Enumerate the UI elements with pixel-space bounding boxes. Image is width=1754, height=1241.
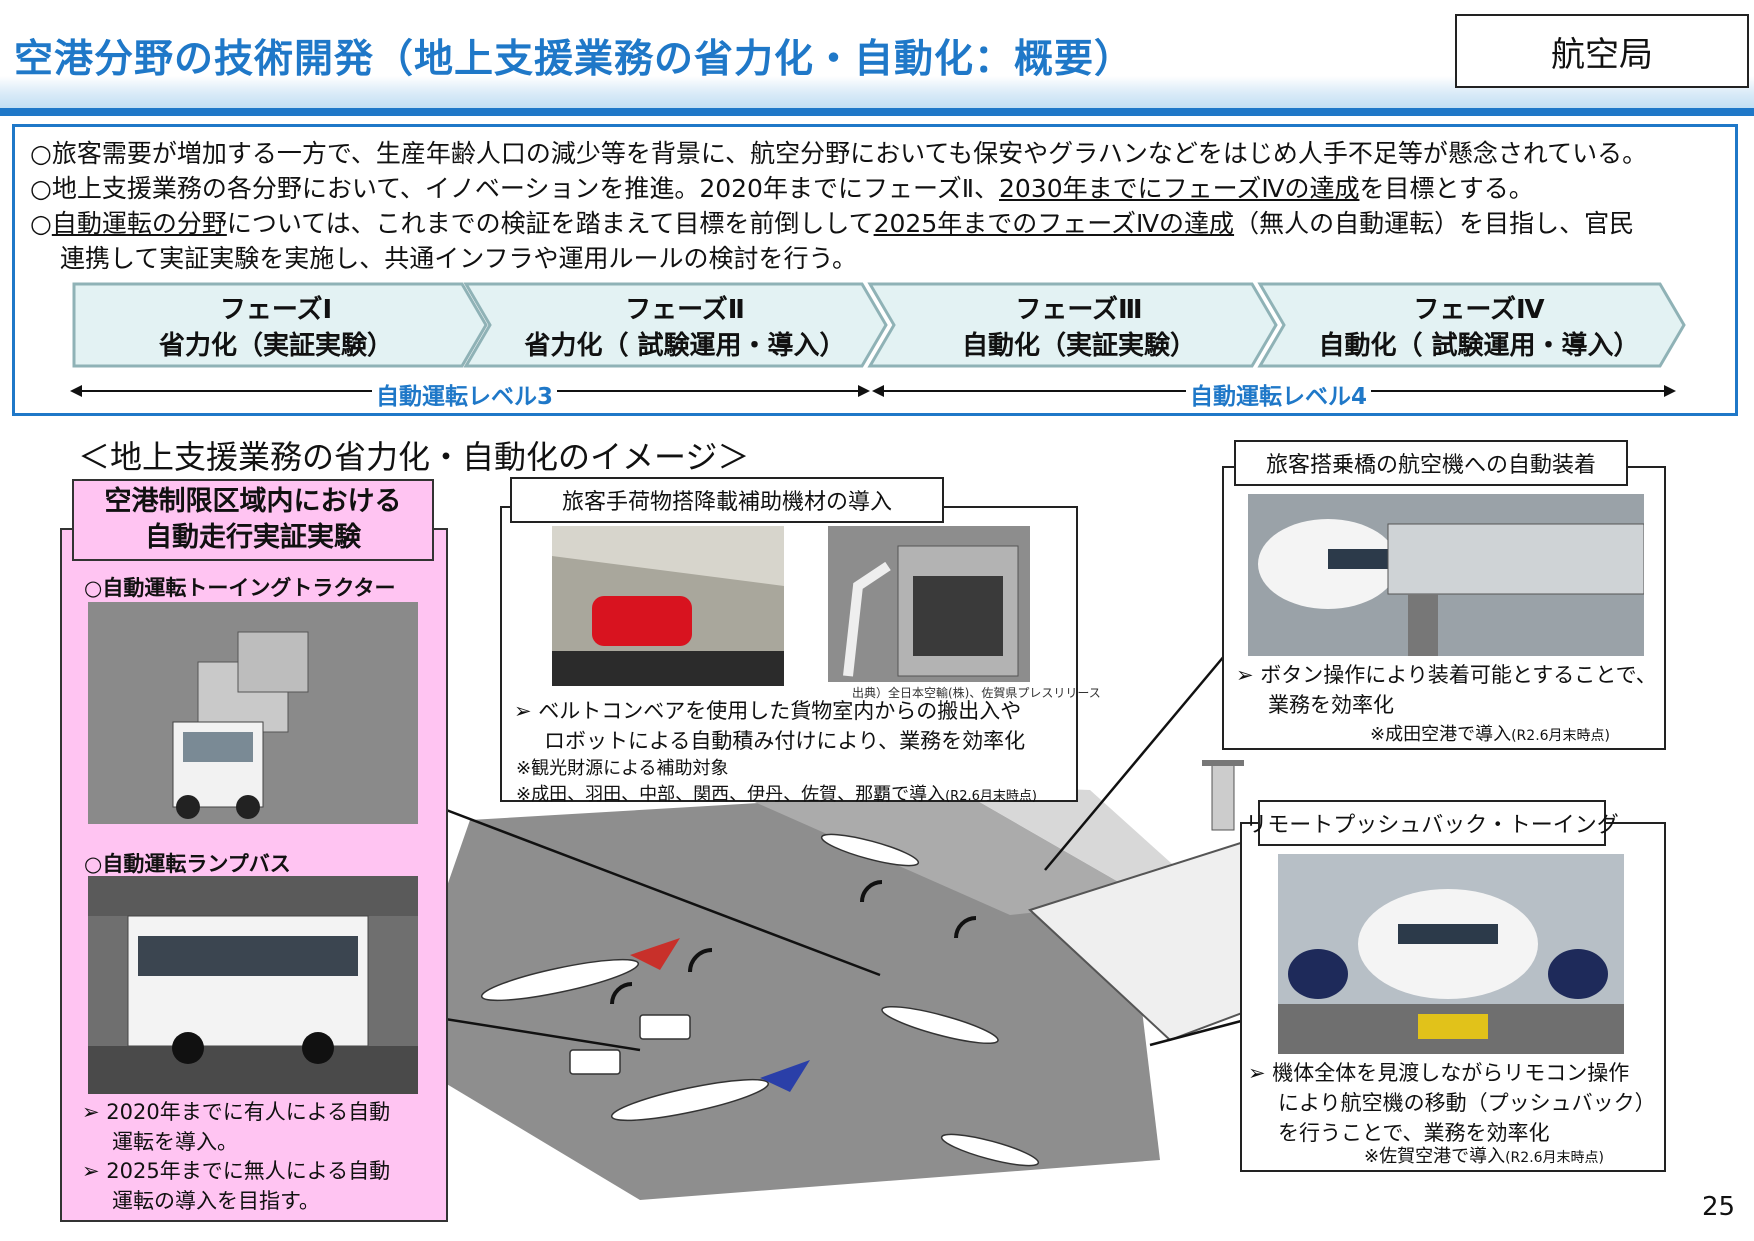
boarding-bridge-icon: [1248, 494, 1644, 656]
phase-2: フェーズⅡ 省力化（ 試験運用・導入）: [490, 292, 880, 364]
summary-line-2b: 、: [974, 174, 1000, 203]
left-bullet-1a: ➢ 2020年までに有人による自動: [82, 1100, 391, 1124]
bureau-badge: 航空局: [1455, 14, 1749, 88]
baggage-note-2: ※成田、羽田、中部、関西、伊丹、佐賀、那覇で導入(R2.6月末時点): [516, 780, 1037, 806]
left-panel-title-2: 自動走行実証実験: [145, 522, 361, 553]
towing-tractor-icon: [88, 602, 418, 824]
bridge-label: 旅客搭乗橋の航空機への自動装着: [1234, 440, 1628, 486]
bridge-note-main: ※成田空港で導入: [1370, 724, 1512, 745]
phase-2-desc: 省力化（ 試験運用・導入）: [524, 331, 846, 361]
summary-line-2a: ○地上支援業務の各分野において、イノベーションを推進。2020年までにフェーズⅡ: [30, 174, 974, 203]
pushback-aircraft-icon: [1278, 854, 1624, 1054]
level-3-label: 自動運転レベル3: [372, 377, 558, 411]
left-bullet-1: ➢ 2020年までに有人による自動 運転を導入。: [82, 1097, 390, 1157]
phase-1: フェーズⅠ 省力化（実証実験）: [74, 292, 478, 364]
left-panel-title: 空港制限区域内における 自動走行実証実験: [72, 479, 434, 561]
left-bullet-2: ➢ 2025年までに無人による自動 運転の導入を目指す。: [82, 1156, 390, 1216]
summary-line-3: ○自動運転の分野については、これまでの検証を踏まえて目標を前倒しして2025年ま…: [30, 206, 1730, 241]
bridge-bullet-b: 業務を効率化: [1268, 693, 1394, 717]
phase-chevron-1: [72, 282, 488, 368]
baggage-bullet-b: ロボットによる自動積み付けにより、業務を効率化: [544, 729, 1026, 753]
pushback-bullet-b: により航空機の移動（プッシュバック）: [1278, 1091, 1656, 1115]
bridge-note: ※成田空港で導入(R2.6月末時点): [1370, 720, 1610, 746]
pushback-note: ※佐賀空港で導入(R2.6月末時点): [1364, 1142, 1604, 1168]
summary-line-1: ○旅客需要が増加する一方で、生産年齢人口の減少等を背景に、航空分野においても保安…: [30, 139, 1648, 168]
phase-4-name: フェーズⅣ: [1413, 295, 1545, 325]
title-rule: [0, 108, 1754, 116]
tractor-heading: ○自動運転トーイングトラクター: [84, 576, 396, 600]
airport-illustration: [390, 760, 1251, 1200]
baggage-source: 出典）全日本空輸(株)、佐賀県プレスリリース: [852, 686, 1101, 700]
image-section-heading: ＜地上支援業務の省力化・自動化のイメージ＞: [78, 438, 750, 476]
phase-1-name: フェーズⅠ: [219, 295, 333, 325]
bridge-bullet-a: ➢ ボタン操作により装着可能とすることで、: [1236, 663, 1657, 687]
summary-line-3d: 2025年までのフェーズⅣの達成: [873, 209, 1235, 238]
left-bullet-2b: 運転の導入を目指す。: [112, 1189, 320, 1213]
left-panel-title-1: 空港制限区域内における: [104, 486, 402, 517]
phase-chevron-2: [463, 282, 888, 368]
conveyor-icon: [552, 526, 784, 686]
pushback-label: リモートプッシュバック・トーイング: [1245, 800, 1619, 846]
phase-3-desc: 自動化（実証実験）: [961, 331, 1196, 361]
wifi-icons: [610, 880, 977, 1005]
level-4-label: 自動運転レベル4: [1186, 377, 1372, 411]
left-bullet-2a: ➢ 2025年までに無人による自動: [82, 1159, 391, 1183]
summary-line-2: ○地上支援業務の各分野において、イノベーションを推進。2020年までにフェーズⅡ…: [30, 171, 1730, 206]
summary-line-3e: （無人の自動運転）を目指し、官民: [1234, 209, 1635, 238]
robot-photo: [828, 526, 1030, 682]
baggage-note-1: ※観光財源による補助対象: [516, 758, 729, 779]
airplane-icons: [480, 833, 1040, 1167]
bridge-photo: [1248, 494, 1644, 656]
baggage-note-2-small: (R2.6月末時点): [945, 789, 1037, 804]
phase-1-desc: 省力化（実証実験）: [158, 331, 393, 361]
ramp-bus-icon: [88, 876, 418, 1094]
summary-line-2c: 2030年までにフェーズⅣの達成: [999, 174, 1360, 203]
pushback-bullet-a: ➢ 機体全体を見渡しながらリモコン操作: [1248, 1061, 1630, 1085]
summary-line-3c: については、これまでの検証を踏まえて目標を前倒しして: [226, 209, 874, 238]
phase-chevrons: [70, 282, 1686, 397]
pushback-bullet: ➢ 機体全体を見渡しながらリモコン操作 により航空機の移動（プッシュバック） を…: [1248, 1058, 1656, 1148]
phase-chevron-3: [867, 282, 1278, 368]
phase-chevron-4: [1257, 282, 1686, 368]
left-bullet-1b: 運転を導入。: [112, 1130, 238, 1154]
ramp-bus-photo: [88, 876, 418, 1094]
page-title: 空港分野の技術開発（地上支援業務の省力化・自動化：概要）: [14, 37, 1135, 82]
phase-4-desc: 自動化（ 試験運用・導入）: [1318, 331, 1640, 361]
page-number: 25: [1702, 1192, 1736, 1222]
baggage-bullet: ➢ ベルトコンベアを使用した貨物室内からの搬出入や ロボットによる自動積み付けに…: [514, 696, 1025, 756]
phase-3-name: フェーズⅢ: [1015, 295, 1143, 325]
summary-line-3a: ○: [30, 209, 52, 238]
bus-icons: [569, 1014, 691, 1075]
pushback-note-main: ※佐賀空港で導入: [1364, 1146, 1506, 1167]
bridge-note-small: (R2.6月末時点): [1511, 728, 1611, 744]
phase-3: フェーズⅢ 自動化（実証実験）: [894, 292, 1264, 364]
baggage-note-2-main: ※成田、羽田、中部、関西、伊丹、佐賀、那覇で導入: [516, 784, 946, 805]
robot-arm-icon: [828, 526, 1030, 682]
pushback-note-small: (R2.6月末時点): [1505, 1150, 1605, 1166]
summary-bullets: ○旅客需要が増加する一方で、生産年齢人口の減少等を背景に、航空分野においても保安…: [30, 136, 1730, 276]
baggage-bullet-a: ➢ ベルトコンベアを使用した貨物室内からの搬出入や: [514, 699, 1022, 723]
summary-line-4: 連携して実証実験を実施し、共通インフラや運用ルールの検討を行う。: [60, 244, 858, 273]
summary-line-3b: 自動運転の分野: [51, 209, 227, 238]
pushback-bullet-c: を行うことで、業務を効率化: [1278, 1121, 1550, 1145]
phase-2-name: フェーズⅡ: [625, 295, 745, 325]
pushback-photo: [1278, 854, 1624, 1054]
bridge-bullet: ➢ ボタン操作により装着可能とすることで、 業務を効率化: [1236, 660, 1657, 720]
tractor-photo: [88, 602, 418, 824]
baggage-label: 旅客手荷物搭降載補助機材の導入: [510, 477, 944, 523]
phase-4: フェーズⅣ 自動化（ 試験運用・導入）: [1284, 292, 1674, 364]
conveyor-photo: [552, 526, 784, 686]
summary-line-2d: を目標とする。: [1359, 174, 1534, 203]
bus-heading: ○自動運転ランプバス: [84, 852, 291, 876]
